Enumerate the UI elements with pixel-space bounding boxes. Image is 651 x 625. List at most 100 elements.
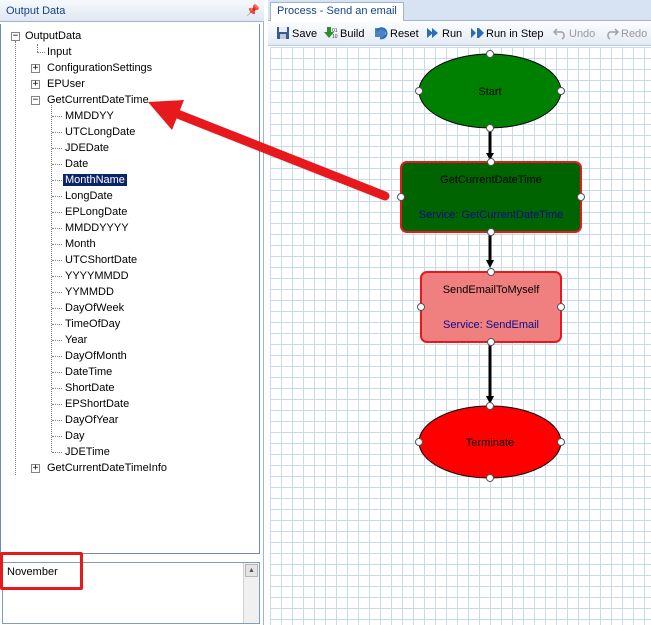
start-label: Start [478, 86, 501, 98]
tree-line [52, 356, 62, 357]
node2-service: Service: SendEmail [443, 319, 539, 331]
tree-node-get-current-date-time[interactable]: GetCurrentDateTime [45, 92, 151, 108]
tree-line [37, 52, 45, 53]
tree-node-month-name[interactable]: MonthName [63, 172, 127, 188]
tree-node-label: Year [65, 334, 88, 346]
tree-node-short-date[interactable]: ShortDate [63, 380, 117, 396]
save-label: Save [292, 28, 318, 40]
run-button[interactable]: Run [426, 26, 462, 42]
tree-node-utclong-date[interactable]: UTCLongDate [63, 124, 137, 140]
port-handle[interactable] [577, 193, 585, 201]
tree-node-label: JDETime [65, 446, 110, 458]
port-handle[interactable] [415, 87, 423, 95]
redo-button[interactable]: Redo [605, 26, 647, 42]
tree-node-epshort-date[interactable]: EPShortDate [63, 396, 131, 412]
port-handle[interactable] [487, 158, 495, 166]
tree-node-month[interactable]: Month [63, 236, 98, 252]
save-button[interactable]: Save [276, 26, 317, 42]
tree-node-year[interactable]: Year [63, 332, 89, 348]
tree-line [52, 420, 62, 421]
redo-label: Redo [621, 28, 648, 40]
port-handle[interactable] [486, 402, 494, 410]
tab-process[interactable]: Process - Send an email [270, 2, 404, 21]
reset-button[interactable]: Reset [374, 26, 419, 42]
start-node[interactable]: Start [418, 53, 562, 129]
tree-node-yyyymmdd[interactable]: YYYYMMDD [63, 268, 131, 284]
tree-node-long-date[interactable]: LongDate [63, 188, 115, 204]
tree-node-eplong-date[interactable]: EPLongDate [63, 204, 129, 220]
tree-line [52, 164, 62, 165]
reset-icon [375, 27, 388, 40]
tree-node-jdedate[interactable]: JDEDate [63, 140, 111, 156]
tree-line [51, 105, 52, 452]
tree-node-day[interactable]: Day [63, 428, 87, 444]
get-current-date-time-node[interactable]: GetCurrentDateTime Service: GetCurrentDa… [400, 161, 582, 233]
tree-node-mmddyyyy[interactable]: MMDDYYYY [63, 220, 131, 236]
tree-line [52, 452, 62, 453]
node2-title: SendEmailToMyself [443, 284, 541, 296]
port-handle[interactable] [557, 303, 565, 311]
value-text: November [7, 566, 58, 578]
port-handle[interactable] [487, 268, 495, 276]
terminate-node[interactable]: Terminate [418, 405, 562, 479]
tree-node-yymmdd[interactable]: YYMMDD [63, 284, 116, 300]
tree-node-label: DayOfMonth [65, 350, 127, 362]
tree-node-label: ShortDate [65, 382, 115, 394]
port-handle[interactable] [487, 228, 495, 236]
panel-header: Output Data 📌 [0, 0, 264, 22]
tree-node-label: ConfigurationSettings [47, 62, 153, 74]
node1-service: Service: GetCurrentDateTime [419, 209, 563, 221]
tree-node-mmddyy[interactable]: MMDDYY [63, 108, 116, 124]
send-email-node[interactable]: SendEmailToMyself Service: SendEmail [420, 271, 562, 343]
tree-node-label: YYYYMMDD [65, 270, 129, 282]
run-in-step-button[interactable]: Run in Step [470, 26, 543, 42]
port-handle[interactable] [557, 87, 565, 95]
tree-node-ep-user[interactable]: EPUser [45, 76, 87, 92]
svg-text:01: 01 [332, 28, 338, 34]
port-handle[interactable] [557, 438, 565, 446]
pin-icon[interactable]: 📌 [246, 5, 260, 17]
port-handle[interactable] [486, 474, 494, 482]
tree-node-root[interactable]: OutputData [23, 28, 83, 44]
tree-line [52, 436, 62, 437]
port-handle[interactable] [397, 193, 405, 201]
port-handle[interactable] [417, 303, 425, 311]
tree-line [52, 276, 62, 277]
tree-node-utcshort-date[interactable]: UTCShortDate [63, 252, 139, 268]
expand-get-current-date-time-info-icon[interactable]: + [31, 463, 40, 473]
value-highlight-annotation [0, 552, 83, 590]
tree-node-date[interactable]: Date [63, 156, 90, 172]
floppy-disk-icon [277, 27, 289, 39]
tree-node-date-time[interactable]: DateTime [63, 364, 114, 380]
collapse-get-current-date-time-icon[interactable]: − [31, 95, 40, 105]
collapse-root-icon[interactable]: − [11, 31, 20, 41]
tree-node-time-of-day[interactable]: TimeOfDay [63, 316, 122, 332]
tree-node-label: JDEDate [65, 142, 110, 154]
port-handle[interactable] [486, 124, 494, 132]
port-handle[interactable] [486, 50, 494, 58]
port-handle[interactable] [415, 438, 423, 446]
tree-node-input[interactable]: Input [45, 44, 73, 60]
tree-node-label: YYMMDD [65, 286, 114, 298]
expand-ep-user-icon[interactable]: + [31, 79, 40, 89]
tree-node-day-of-month[interactable]: DayOfMonth [63, 348, 129, 364]
port-handle[interactable] [487, 338, 495, 346]
expand-configuration-settings-icon[interactable]: + [31, 63, 40, 73]
scroll-up-arrow-icon[interactable]: ▲ [245, 564, 258, 577]
tree-node-day-of-week[interactable]: DayOfWeek [63, 300, 126, 316]
tree-node-get-current-date-time-info[interactable]: GetCurrentDateTimeInfo [45, 460, 169, 476]
value-textbox[interactable]: November ▲ [2, 562, 260, 624]
tree-node-day-of-year[interactable]: DayOfYear [63, 412, 120, 428]
tree-node-label: EPUser [47, 78, 85, 90]
value-scrollbar[interactable]: ▲ [243, 563, 259, 623]
tree-node-jdetime[interactable]: JDETime [63, 444, 112, 460]
process-canvas[interactable]: Start GetCurrentDateTime Service: GetCur… [270, 47, 651, 625]
tree-line [52, 148, 62, 149]
tree-node-label: MMDDYY [65, 110, 114, 122]
tree-node-configuration-settings[interactable]: ConfigurationSettings [45, 60, 154, 76]
tree-line [52, 372, 62, 373]
tree-line [52, 212, 62, 213]
undo-button[interactable]: Undo [553, 26, 595, 42]
